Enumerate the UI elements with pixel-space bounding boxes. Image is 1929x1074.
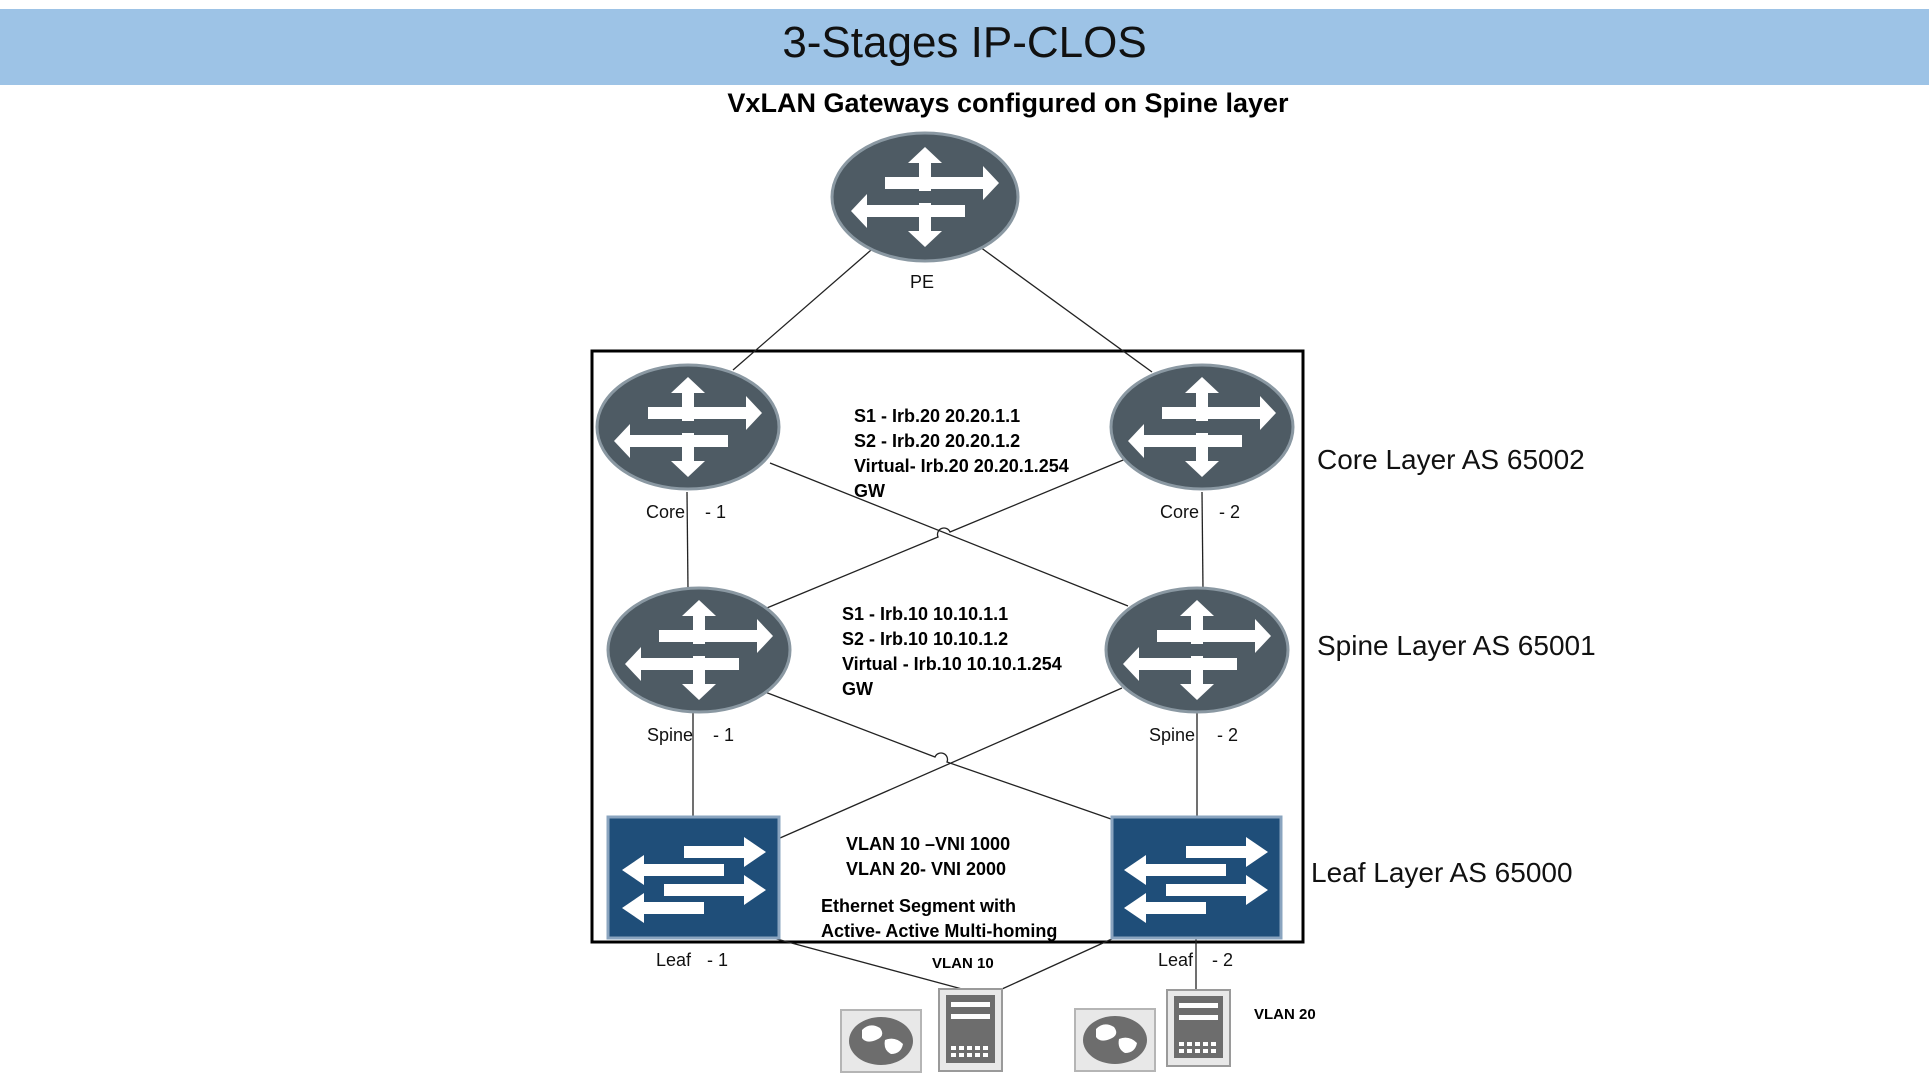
- leaf1-label: Leaf: [656, 950, 692, 970]
- spine2-index: - 2: [1217, 725, 1239, 745]
- link-spine2-leaf1: [779, 687, 1123, 839]
- core2-router-icon: [1109, 363, 1295, 491]
- spine1-label: Spine: [647, 725, 694, 745]
- spine2-label: Spine: [1149, 725, 1196, 745]
- spine-layer-label: Spine Layer AS 65001: [1317, 630, 1596, 661]
- title-bar: [0, 9, 1929, 85]
- link-core2-spine1: [761, 457, 1129, 611]
- page-title: 3-Stages IP-CLOS: [782, 18, 1147, 67]
- spine1-index: - 1: [713, 725, 735, 745]
- ethernet-segment-info: Ethernet Segment with Active- Active Mul…: [821, 896, 1058, 941]
- spine1-router-icon: [606, 586, 792, 714]
- core1-router-icon: [595, 363, 781, 491]
- leaf1-index: - 1: [707, 950, 729, 970]
- link-core1-spine1: [686, 491, 689, 591]
- core1-index: - 1: [705, 502, 727, 522]
- link-pe-core1: [732, 243, 879, 371]
- link-leaf2-host: [1001, 937, 1115, 990]
- link-leaf1-host: [772, 937, 963, 990]
- link-core2-spine2: [1201, 491, 1204, 591]
- core-gateway-info: S1 - Irb.20 20.20.1.1 S2 - Irb.20 20.20.…: [854, 406, 1069, 501]
- link-core1-spine2: [769, 462, 1129, 607]
- spine2-router-icon: [1104, 586, 1290, 714]
- leaf1-switch-icon: [606, 815, 781, 940]
- host2-globe-icon: [1074, 1008, 1156, 1072]
- pe-label: PE: [910, 272, 935, 292]
- core2-label: Core: [1160, 502, 1200, 522]
- core-layer-label: Core Layer AS 65002: [1317, 444, 1585, 475]
- server2-icon: [1166, 989, 1231, 1067]
- spine-gateway-info: S1 - Irb.10 10.10.1.1 S2 - Irb.10 10.10.…: [842, 604, 1062, 699]
- link-spine1-leaf2: [764, 691, 1112, 820]
- leaf2-index: - 2: [1212, 950, 1234, 970]
- server1-icon: [938, 988, 1003, 1072]
- core1-label: Core: [646, 502, 686, 522]
- vlan20-label: VLAN 20: [1254, 1006, 1316, 1023]
- diagram-subtitle: VxLAN Gateways configured on Spine layer: [727, 88, 1289, 118]
- link-pe-core2: [979, 246, 1153, 373]
- leaf2-switch-icon: [1110, 815, 1283, 940]
- leaf2-label: Leaf: [1158, 950, 1194, 970]
- vlan-vni-info: VLAN 10 –VNI 1000 VLAN 20- VNI 2000: [846, 834, 1011, 879]
- fabric-boundary-box: [590, 349, 1305, 944]
- vlan10-label: VLAN 10: [932, 955, 994, 972]
- pe-router-icon: [830, 131, 1020, 263]
- core2-index: - 2: [1219, 502, 1241, 522]
- leaf-layer-label: Leaf Layer AS 65000: [1311, 857, 1573, 888]
- host1-globe-icon: [840, 1009, 922, 1073]
- links: [686, 243, 1204, 990]
